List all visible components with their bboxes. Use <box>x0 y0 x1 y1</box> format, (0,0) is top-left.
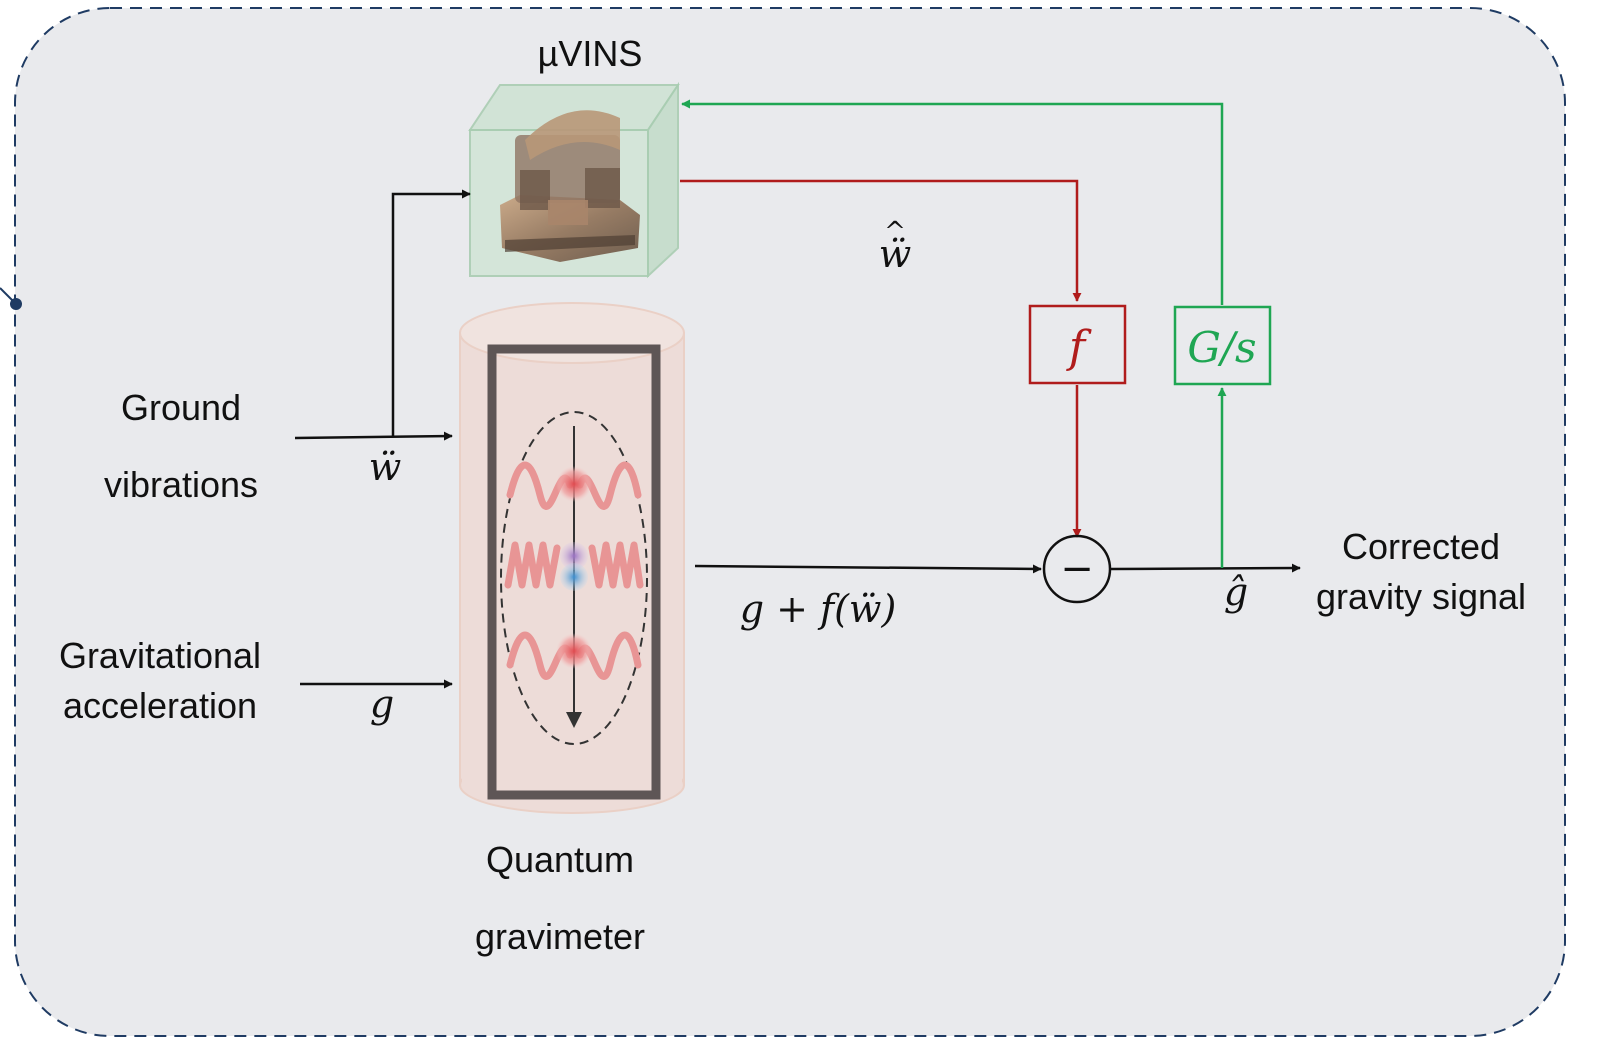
gs-block-label: G/s <box>1187 323 1256 372</box>
f-block <box>1028 304 1127 385</box>
corrected-signal-label-1: Corrected <box>1342 526 1500 567</box>
uvins-device-icon <box>468 81 680 279</box>
ground-vibrations-label-2: vibrations <box>104 464 258 505</box>
quantum-gravimeter-label-2: gravimeter <box>475 916 645 957</box>
gravitational-acceleration-label-1: Gravitational <box>59 635 261 676</box>
vibration-to-uvins-arrow <box>391 189 471 437</box>
g-label: g <box>370 682 394 726</box>
svg-text:−: − <box>1060 546 1094 592</box>
quantum-gravimeter-label-1: Quantum <box>486 839 634 880</box>
gs-to-uvins-arrow <box>681 99 1224 305</box>
connector-dot <box>10 298 22 310</box>
uvins-label: µVINS <box>538 33 643 74</box>
w-ddot-label: ẅ <box>369 445 402 489</box>
diagram-panel <box>14 7 1566 1037</box>
corrected-signal-label-2: gravity signal <box>1316 576 1526 617</box>
w-ddot-hat-label: ẅ <box>879 232 912 276</box>
gs-block <box>1173 305 1272 386</box>
g-plus-f-label: g + f(ẅ) <box>740 587 897 631</box>
w-ddot-hat-accent: ^ <box>884 217 906 247</box>
corrected-output-arrow <box>1109 563 1301 573</box>
uvins-output-arrow <box>680 179 1082 302</box>
summing-junction-icon: − <box>1042 534 1112 604</box>
g-hat-label: ĝ <box>1224 570 1248 614</box>
gravimeter-output-arrow <box>694 564 1042 574</box>
ground-vibration-arrow <box>294 431 453 441</box>
gravitational-acceleration-label-2: acceleration <box>63 685 257 726</box>
atom-cloud-icon <box>504 461 644 680</box>
ground-vibrations-label-1: Ground <box>121 387 241 428</box>
